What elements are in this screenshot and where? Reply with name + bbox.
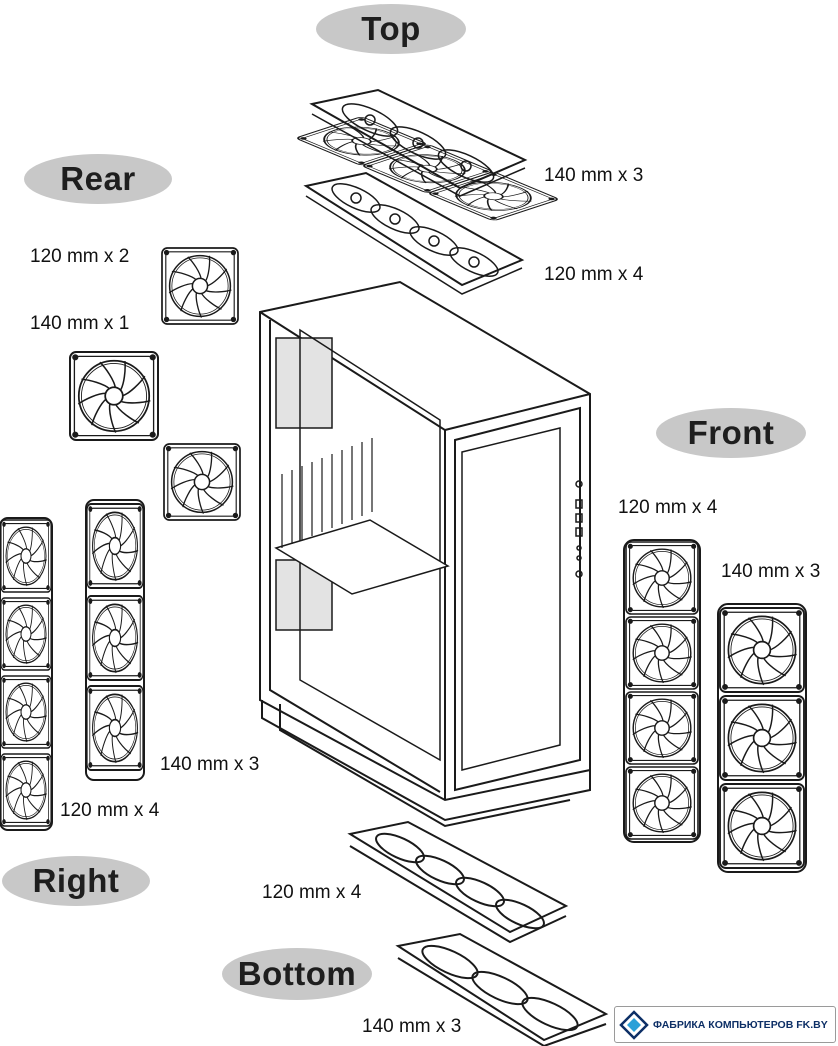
section-title-rear: Rear xyxy=(24,154,172,204)
section-title-top: Top xyxy=(316,4,466,54)
section-title-bottom: Bottom xyxy=(222,948,372,1000)
watermark: ФАБРИКА КОМПЬЮТЕРОВ FK.BY xyxy=(614,1006,836,1043)
right-fan-label-120: 120 mm x 4 xyxy=(60,800,160,821)
pc-case xyxy=(259,280,591,828)
right-fans-140-stack xyxy=(86,500,144,780)
rear-fan-120-top xyxy=(162,248,238,324)
right-fan-label-140: 140 mm x 3 xyxy=(160,754,260,775)
fk-diamond-logo-icon xyxy=(619,1009,649,1040)
front-fan-label-120: 120 mm x 4 xyxy=(618,497,718,518)
front-fans-140-stack xyxy=(718,604,806,872)
top-fan-label-140: 140 mm x 3 xyxy=(544,165,644,186)
front-fan-label-140: 140 mm x 3 xyxy=(721,561,821,582)
bottom-fan-label-140: 140 mm x 3 xyxy=(362,1016,462,1037)
section-title-right: Right xyxy=(2,856,150,906)
bottom-fans-140 xyxy=(395,932,609,1046)
rear-fan-120-bottom xyxy=(164,444,240,520)
rear-fan-label-140: 140 mm x 1 xyxy=(30,313,130,334)
watermark-text: ФАБРИКА КОМПЬЮТЕРОВ FK.BY xyxy=(653,1018,828,1031)
top-fans-140 xyxy=(296,88,560,221)
top-fans-140-rotors xyxy=(341,103,495,183)
front-fans-120-stack xyxy=(624,540,700,842)
bottom-fans-120 xyxy=(347,820,569,944)
top-fans-120 xyxy=(303,171,525,295)
section-title-front: Front xyxy=(656,408,806,458)
rear-fan-140 xyxy=(70,352,158,440)
rear-fan-label-120: 120 mm x 2 xyxy=(30,246,130,267)
right-fans-120-stack xyxy=(0,518,52,830)
top-fan-label-120: 120 mm x 4 xyxy=(544,264,644,285)
bottom-fan-label-120: 120 mm x 4 xyxy=(262,882,362,903)
